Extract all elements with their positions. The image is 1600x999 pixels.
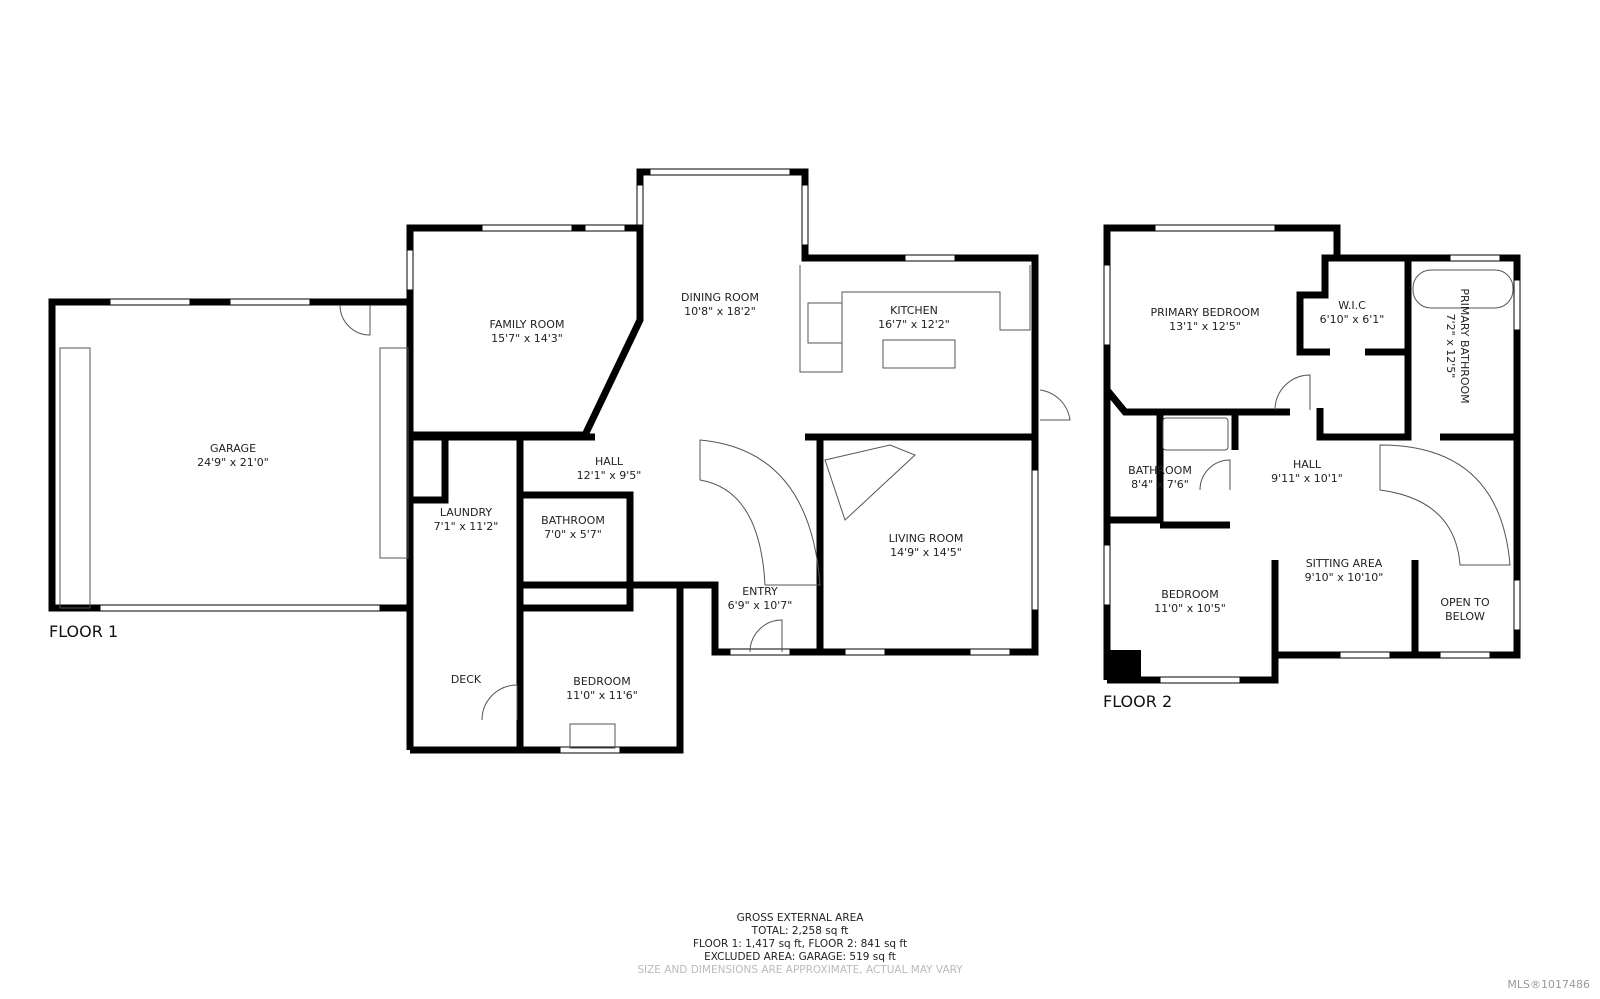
room-label-deck: DECK <box>450 673 482 686</box>
floor-1-windows <box>99 168 1039 754</box>
primary-bedroom-bottom-wall <box>1104 387 1290 416</box>
floor-2-fixtures <box>1162 269 1514 566</box>
floor-1-fixtures <box>59 265 1071 749</box>
laundry-wall <box>410 440 449 504</box>
door-swing <box>339 304 371 336</box>
summary-floors: FLOOR 1: 1,417 sq ft, FLOOR 2: 841 sq ft <box>692 938 908 950</box>
area-summary: GROSS EXTERNAL AREA TOTAL: 2,258 sq ft F… <box>637 912 962 977</box>
chimney <box>1107 650 1141 680</box>
garage-shelf-left <box>59 347 91 609</box>
family-room-wall <box>406 224 644 608</box>
room-label-open-to-below: OPEN TO BELOW <box>1440 596 1490 623</box>
summary-total: TOTAL: 2,258 sq ft <box>751 925 849 937</box>
summary-title: GROSS EXTERNAL AREA <box>736 912 864 924</box>
wic-wall <box>1296 254 1337 356</box>
fireplace <box>569 723 616 749</box>
kitchen-counter <box>799 265 1031 373</box>
bedroom-wall <box>516 581 680 750</box>
floor-label: FLOOR 1 <box>49 622 119 641</box>
kitchen-island <box>882 339 956 369</box>
dining-wall <box>636 168 1039 656</box>
garage-shelf-right <box>379 347 409 559</box>
primary-bath-wall <box>1316 352 1412 441</box>
floor-label: FLOOR 2 <box>1103 692 1173 711</box>
floor-2-windows <box>1103 224 1521 684</box>
bathtub <box>1162 417 1229 451</box>
bathroom-2-wall <box>1107 412 1164 524</box>
summary-excluded: EXCLUDED AREA: GARAGE: 519 sq ft <box>704 951 896 963</box>
summary-disclaimer: SIZE AND DIMENSIONS ARE APPROXIMATE, ACT… <box>637 964 963 976</box>
straight-stair <box>824 444 916 521</box>
stove <box>807 302 843 344</box>
bathroom-1-wall <box>520 491 634 589</box>
mls-watermark: MLS®1017486 <box>1507 978 1590 991</box>
spiral-stair <box>699 439 821 586</box>
spiral-stair-2 <box>1379 444 1511 566</box>
bathtub-primary <box>1412 269 1514 309</box>
